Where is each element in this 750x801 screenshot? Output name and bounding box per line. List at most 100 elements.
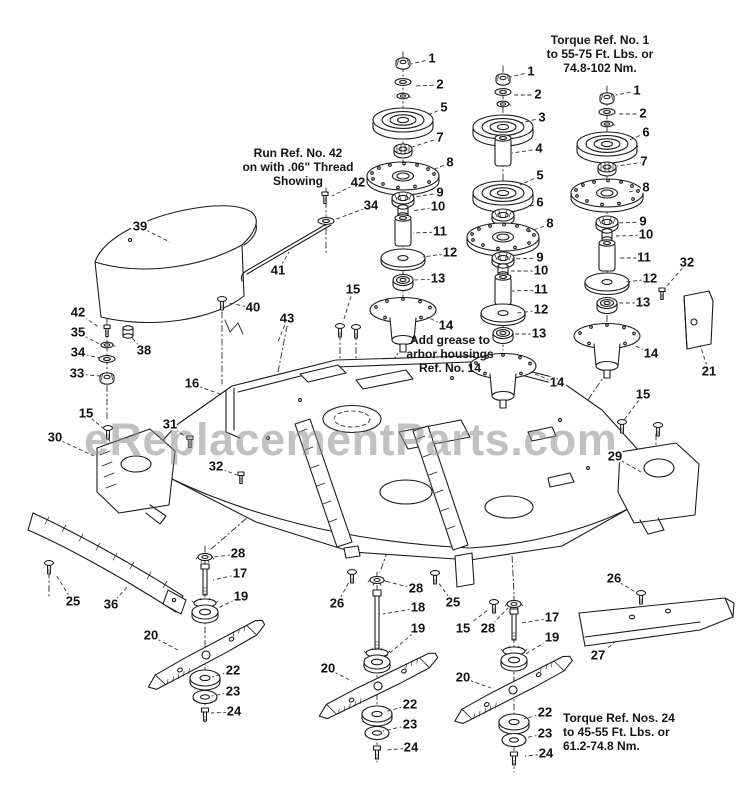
callout-leader bbox=[624, 278, 651, 283]
baffle-bracket-right bbox=[617, 442, 700, 535]
callout-leader bbox=[331, 182, 359, 197]
note-line: to 45-55 Ft. Lbs. or bbox=[563, 725, 670, 739]
callout-leader bbox=[509, 71, 532, 78]
front-baffle-strip bbox=[27, 512, 187, 615]
callout-35: 35 bbox=[71, 325, 85, 340]
callout-22: 22 bbox=[538, 705, 552, 720]
callout-1: 1 bbox=[633, 83, 640, 98]
callout-9: 9 bbox=[536, 250, 543, 265]
callout-leader bbox=[342, 289, 354, 323]
callout-7: 7 bbox=[640, 154, 647, 169]
callout-36: 36 bbox=[104, 597, 118, 612]
callout-leader bbox=[169, 424, 188, 439]
callout-leader bbox=[55, 574, 74, 603]
callout-leader bbox=[628, 187, 647, 193]
note-line: Showing bbox=[273, 174, 323, 188]
callout-leader bbox=[336, 581, 350, 605]
callout-21: 21 bbox=[702, 364, 716, 379]
callout-22: 22 bbox=[403, 697, 417, 712]
callout-leader bbox=[527, 223, 551, 233]
callout-leader bbox=[516, 309, 542, 314]
callout-5: 5 bbox=[440, 100, 447, 115]
callout-leader bbox=[615, 90, 638, 96]
note-line: to 55-75 Ft. Lbs. or bbox=[546, 47, 654, 61]
callout-leader bbox=[211, 670, 234, 678]
callout-17: 17 bbox=[233, 566, 247, 581]
callout-leader bbox=[150, 635, 181, 652]
callout-leader bbox=[277, 318, 288, 343]
callout-leader bbox=[411, 206, 439, 212]
belt-cover bbox=[94, 205, 257, 335]
note-torque-top: Torque Ref. No. 1 to 55-75 Ft. Lbs. or 7… bbox=[515, 33, 685, 75]
callout-leader bbox=[623, 394, 644, 421]
callout-14: 14 bbox=[439, 318, 454, 333]
callout-2: 2 bbox=[639, 106, 646, 121]
callout-leader bbox=[383, 704, 411, 713]
callout-39: 39 bbox=[133, 219, 147, 234]
callout-15: 15 bbox=[346, 282, 360, 297]
callout-15: 15 bbox=[636, 387, 650, 402]
note-torque-bottom: Torque Ref. Nos. 24 to 45-55 Ft. Lbs. or… bbox=[563, 711, 733, 753]
callout-8: 8 bbox=[446, 155, 453, 170]
callout-2: 2 bbox=[436, 77, 443, 92]
callout-leader bbox=[110, 585, 129, 606]
callout-leader bbox=[131, 337, 145, 352]
note-line: Add grease to bbox=[409, 333, 490, 347]
note-line: Torque Ref. Nos. 24 bbox=[563, 711, 675, 725]
callout-20: 20 bbox=[456, 670, 470, 685]
callout-19: 19 bbox=[234, 589, 248, 604]
callout-7: 7 bbox=[436, 130, 443, 145]
note-line: arbor housings bbox=[406, 347, 494, 361]
callout-1: 1 bbox=[527, 64, 534, 79]
callout-5: 5 bbox=[536, 168, 543, 183]
callout-42: 42 bbox=[351, 175, 365, 190]
callout-19: 19 bbox=[545, 630, 559, 645]
mount-bracket bbox=[683, 290, 714, 350]
callout-leader bbox=[383, 628, 419, 659]
note-line: 61.2-74.8 Nm. bbox=[563, 739, 640, 753]
callout-leader bbox=[77, 332, 101, 345]
callout-leader bbox=[523, 637, 553, 656]
callout-leader bbox=[422, 252, 451, 258]
callout-leader bbox=[520, 617, 553, 624]
callout-22: 22 bbox=[226, 663, 240, 678]
callout-leader bbox=[431, 162, 451, 171]
hanger-rod bbox=[240, 191, 335, 282]
callout-6: 6 bbox=[536, 195, 543, 210]
callout-leader bbox=[139, 226, 171, 243]
callout-leader bbox=[215, 596, 242, 610]
callout-30: 30 bbox=[48, 430, 62, 445]
callout-28: 28 bbox=[481, 621, 495, 636]
callout-leader bbox=[523, 733, 546, 739]
callout-18: 18 bbox=[411, 600, 425, 615]
callout-20: 20 bbox=[144, 628, 158, 643]
callout-leader bbox=[210, 711, 235, 714]
callout-leader bbox=[77, 312, 101, 329]
callout-leader bbox=[628, 132, 647, 141]
callout-leader bbox=[277, 251, 290, 272]
callout-leader bbox=[327, 668, 353, 682]
callout-leader bbox=[412, 231, 441, 234]
note-grease: Add grease to arbor housings Ref. No. 14 bbox=[389, 333, 511, 375]
callout-11: 11 bbox=[534, 282, 548, 297]
callout-11: 11 bbox=[433, 224, 447, 239]
callout-leader bbox=[427, 107, 445, 116]
callout-38: 38 bbox=[137, 343, 151, 358]
callout-leader bbox=[411, 137, 441, 148]
callout-leader bbox=[511, 289, 542, 292]
callout-leader bbox=[76, 373, 101, 377]
callout-15: 15 bbox=[456, 621, 470, 636]
callout-11: 11 bbox=[637, 250, 651, 265]
note-run-ref: Run Ref. No. 42 on with .06" Thread Show… bbox=[228, 146, 368, 188]
callout-leader bbox=[413, 84, 441, 87]
baffle-bracket-left bbox=[96, 428, 176, 525]
callout-12: 12 bbox=[643, 271, 657, 286]
callout-42: 42 bbox=[71, 305, 85, 320]
callout-25: 25 bbox=[66, 594, 80, 609]
deck-shell bbox=[151, 355, 641, 588]
callout-16: 16 bbox=[185, 376, 199, 391]
callout-29: 29 bbox=[608, 449, 622, 464]
